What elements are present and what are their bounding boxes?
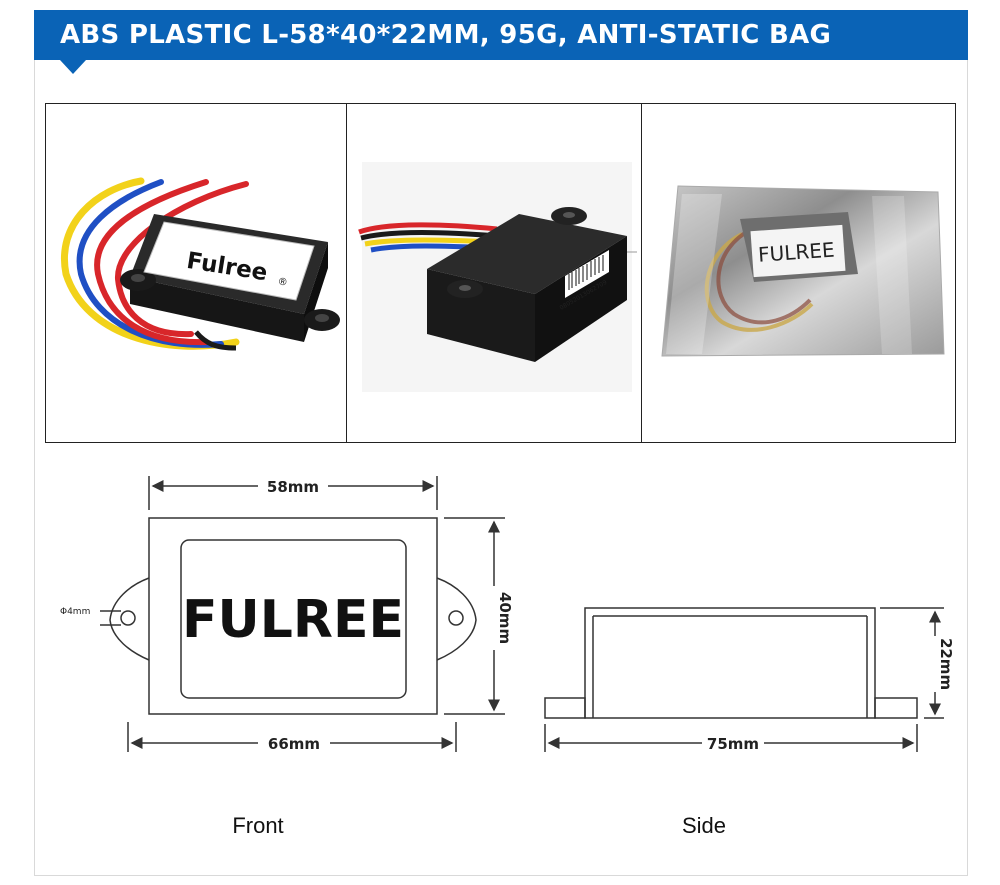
front-logo-text: FULREE — [182, 590, 404, 650]
photo-module-front: Fulree ® — [46, 104, 347, 442]
dim-75mm: 75mm — [707, 735, 759, 753]
dim-22mm: 22mm — [937, 638, 955, 690]
front-left-tab — [109, 577, 150, 661]
photo-bag-label: FULREE — [757, 237, 835, 266]
dim-40mm: 40mm — [496, 592, 514, 644]
front-label-outline — [180, 539, 407, 699]
front-right-tab — [436, 577, 477, 661]
banner-pointer — [60, 60, 86, 74]
banner-title: ABS PLASTIC L-58*40*22MM, 95G, ANTI-STAT… — [60, 20, 832, 50]
side-left-flange — [544, 697, 586, 719]
svg-text:®: ® — [277, 276, 289, 288]
side-body-outline — [584, 607, 876, 719]
front-body-outline — [148, 517, 438, 715]
caption-front: Front — [232, 813, 283, 838]
front-right-hole — [448, 610, 464, 626]
photo-grid: Fulree ® — [45, 103, 956, 443]
caption-side: Side — [682, 813, 726, 838]
dim-66mm: 66mm — [268, 735, 320, 753]
side-right-flange — [874, 697, 918, 719]
dim-hole: Φ4mm — [60, 607, 90, 617]
title-banner — [34, 10, 968, 60]
photo-module-rear: 08052013062709 — [347, 104, 642, 442]
front-left-hole — [120, 610, 136, 626]
dim-58mm: 58mm — [267, 478, 319, 496]
photo-antistatic-bag: FULREE — [642, 104, 955, 442]
